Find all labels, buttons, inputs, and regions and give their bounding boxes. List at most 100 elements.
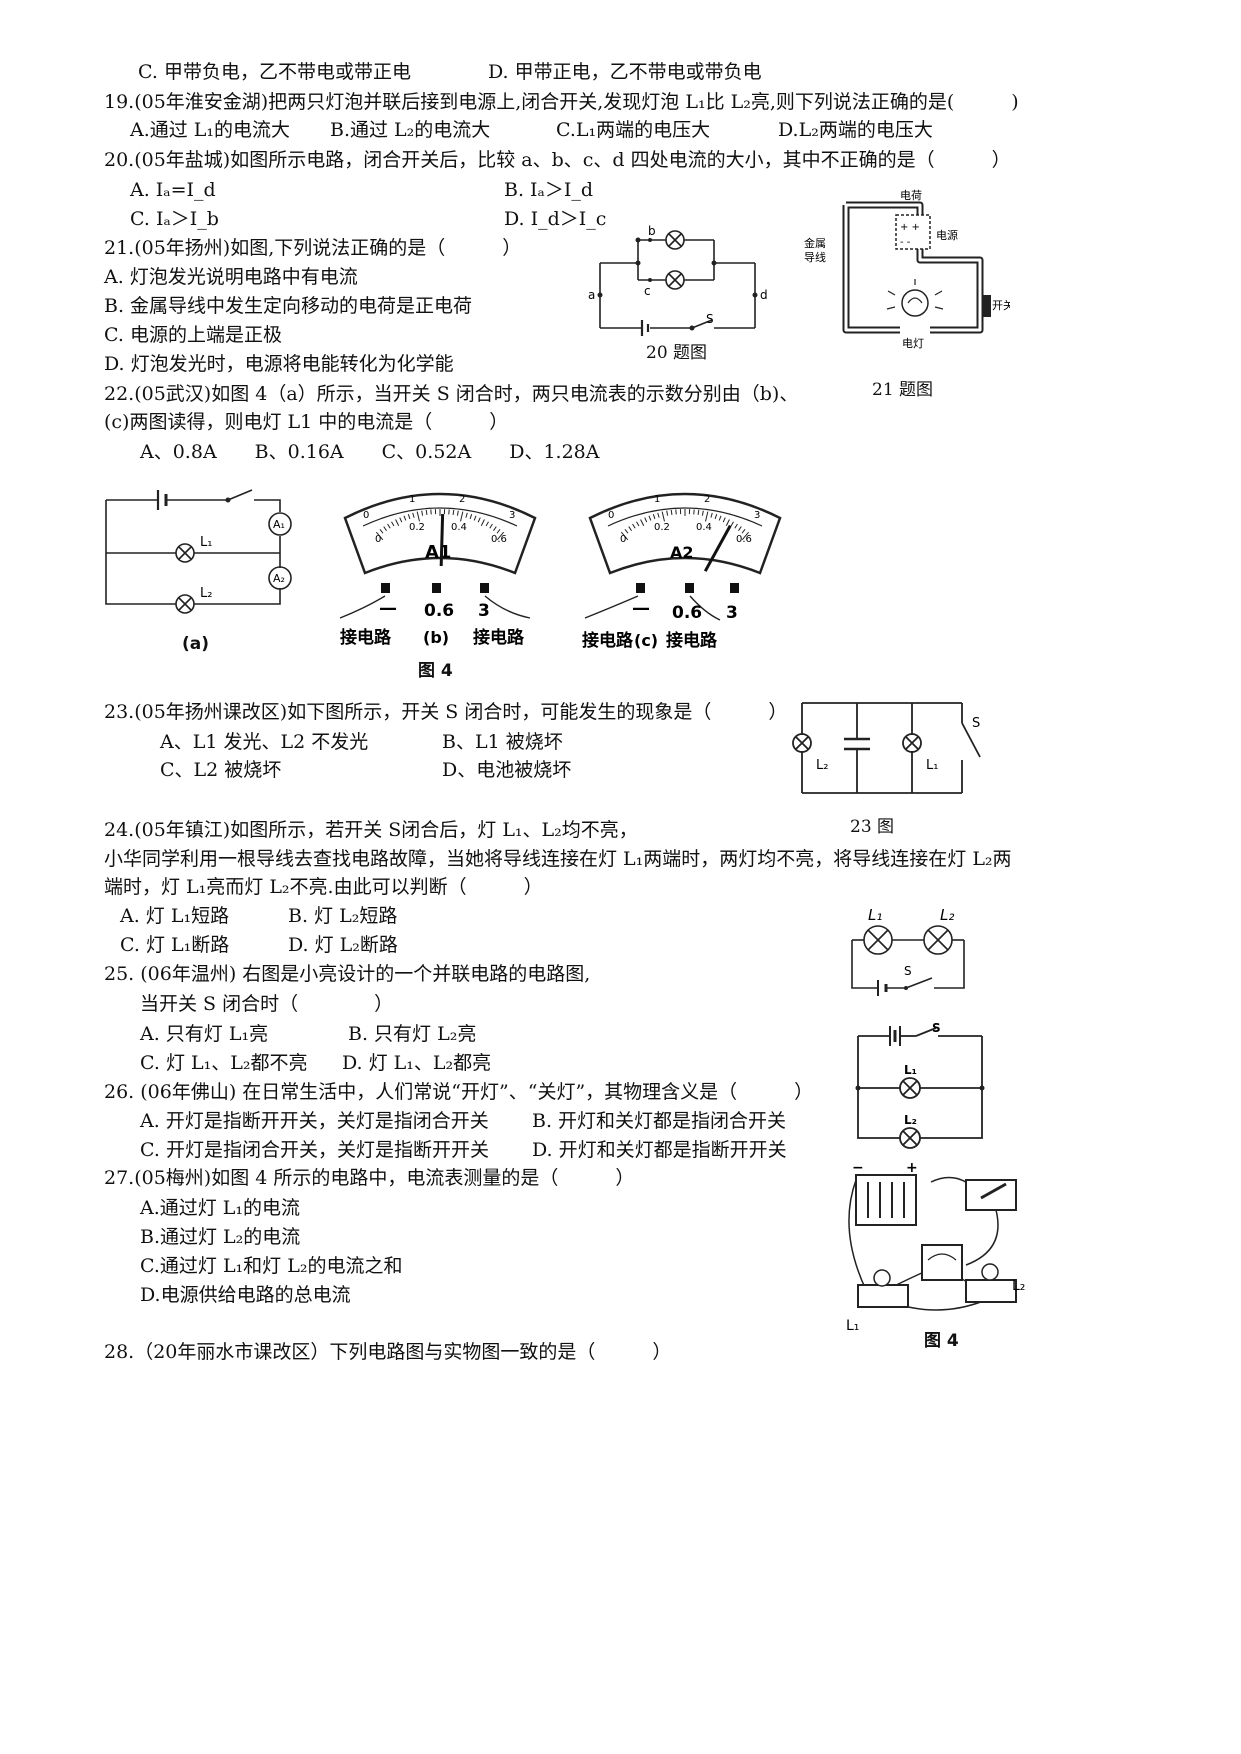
dial-tick [395,519,400,527]
dial-tick [644,517,648,523]
question-26-option-c: C. 开灯是指闭合开关，关灯是指断开开关 [140,1139,489,1161]
terminal-3: 3 [726,603,738,623]
question-25-option-a: A. 只有灯 L₁亮 [140,1023,269,1045]
question-21-option-d: D. 灯泡发光时，电源将电能转化为化学能 [104,353,454,375]
dial-tick [730,521,734,527]
node-d-label: d [760,288,768,302]
dial-tick [648,515,652,521]
question-24-option-a: A. 灯 L₁短路 [120,905,230,927]
dial-tick [399,517,403,523]
dial-tick [379,528,384,534]
question-21-option-c: C. 电源的上端是正极 [104,324,282,346]
question-26-option-d: D. 开灯和关灯都是指断开开关 [532,1139,787,1161]
terminal-06: 0.6 [424,601,454,621]
question-28: 28.（20年丽水市课改区）下列电路图与实物图一致的是（ ） [104,1341,672,1363]
scale-bottom-06: 0.6 [491,534,507,545]
option-c-prev: C. 甲带负电，乙不带电或带正电 [138,61,411,83]
figure-21-physical-circuit: + + - - 电荷 电源 金属 导线 开关 电灯 [804,189,1010,350]
figure-4-group-caption: 图 4 [418,661,453,681]
node-b-label: b [648,225,656,238]
dial-tick [714,514,718,520]
question-23-option-a: A、L1 发光、L2 不发光 [160,731,369,753]
question-27-option-b: B.通过灯 L₂的电流 [140,1226,301,1248]
figure-27-caption: 图 4 [924,1331,959,1351]
question-24-cont2: 端时，灯 L₁亮而灯 L₂不亮.由此可以判断（ ） [104,876,543,898]
question-25: 25. (06年温州) 右图是小亮设计的一个并联电路的电路图, [104,963,591,985]
scale-top-2: 2 [704,494,710,505]
lamp-l1-label: L₁ [926,758,938,773]
dial-tick [456,510,459,516]
connect-label-right: 接电路 [473,627,525,648]
question-20-option-d: D. I_d＞I_c [504,208,607,230]
meter-c-tag: (c) [634,631,658,650]
dial-tick [489,523,493,529]
ammeter-b-dial: 0 1 2 3 0 0.2 0.4 0.6 A1 — 0.6 3 接电路 (b)… [339,492,537,648]
figure-24-circuit: L₁ L₂ S [851,906,965,996]
lamp-l1-label: L₁ [846,1318,859,1334]
question-23-option-b: B、L1 被烧坏 [442,731,563,753]
figure-20-caption: 20 题图 [646,343,708,363]
switch-s-label: S [972,716,980,731]
scale-bottom-02: 0.2 [654,522,670,533]
dial-tick [710,512,713,518]
dial-tick [485,521,489,527]
dial-tick [670,509,673,515]
question-25-option-d: D. 灯 L₁、L₂都亮 [342,1052,492,1074]
scale-top-0: 0 [363,510,369,521]
ammeter-a2-label: A₂ [273,572,285,585]
dial-tick [496,528,501,534]
dial-tick [452,509,455,515]
scale-top-1: 1 [409,494,415,505]
scale-bottom-0: 0 [375,534,381,545]
dial-tick [412,512,415,518]
svg-text:- -: - - [900,237,911,248]
switch-s-label: S [932,1021,941,1035]
dial-tick [391,521,395,527]
dial-tick [718,515,722,521]
dial-tick [741,531,750,541]
lamp-l2-label: L₂ [940,906,954,924]
meter-b-tag: (b) [423,628,449,647]
question-27-option-a: A.通过灯 L₁的电流 [140,1197,301,1219]
question-22-options: A、0.8A B、0.16A C、0.52A D、1.28A [140,441,600,463]
question-24-cont: 小华同学利用一根导线去查找电路故障，当她将导线连接在灯 L₁两端时，两灯均不亮，… [104,848,1012,870]
connect-label-left: 接电路 [582,630,634,651]
question-24-option-c: C. 灯 L₁断路 [120,934,230,956]
node-c-label: c [644,284,651,298]
ammeter-a1-label: A₁ [273,518,285,531]
connect-label-right: 接电路 [666,630,718,651]
figure-21-caption: 21 题图 [872,380,934,400]
lamp-l1-label: L₁ [868,906,882,924]
meter-b-label: A1 [425,542,451,563]
meter-c-label: A2 [670,543,694,562]
dial-tick [636,521,640,527]
charge-label: 电荷 [900,189,922,202]
scale-bottom-04: 0.4 [451,522,467,533]
lamp-l1-label: L₁ [904,1063,917,1077]
dial-tick [477,517,481,523]
meter-c-needle [703,524,732,572]
question-27-option-c: C.通过灯 L₁和灯 L₂的电流之和 [140,1255,403,1277]
wire-label: 导线 [804,250,826,264]
metal-label: 金属 [804,236,826,250]
terminal-neg: — [632,598,650,619]
dial-tick [421,510,424,516]
scale-bottom-06: 0.6 [736,534,752,545]
lamp-l2-label: L₂ [816,758,828,773]
question-21-option-b: B. 金属导线中发生定向移动的电荷是正电荷 [104,295,473,317]
figure-25-circuit: S L₁ L₂ [855,1021,985,1149]
node-a-label: a [588,288,595,302]
question-19: 19.(05年淮安金湖)把两只灯泡并联后接到电源上,闭合开关,发现灯泡 L₁比 … [104,91,1019,113]
dial-tick [701,510,704,516]
dial-tick [628,526,632,531]
dial-tick [697,509,700,515]
dial-tick [620,531,629,541]
question-20-option-c: C. Iₐ＞I_b [130,208,219,230]
lamp-label: 电灯 [902,337,924,350]
dial-tick [725,519,730,527]
question-23-option-d: D、电池被烧坏 [442,759,572,781]
question-19-option-b: B.通过 L₂的电流大 [330,119,491,141]
dial-tick [722,517,726,523]
meter-b-needle [439,513,445,567]
dial-tick [460,511,464,522]
